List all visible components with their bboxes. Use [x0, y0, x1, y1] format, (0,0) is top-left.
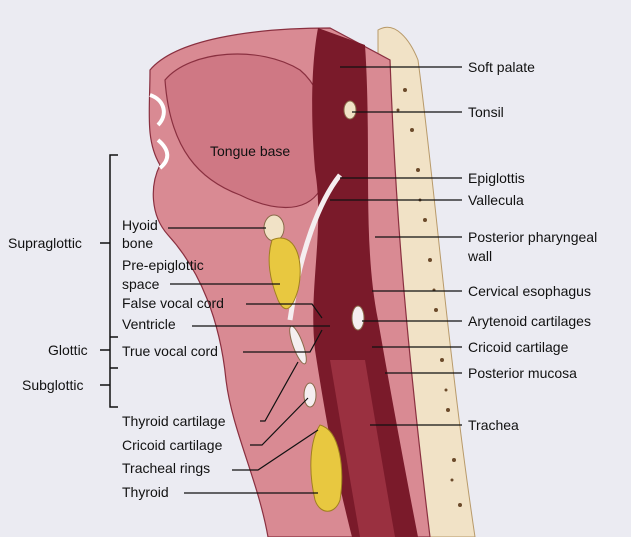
- label-posterior-mucosa: Posterior mucosa: [468, 365, 577, 381]
- cricoid-cartilage: [303, 382, 317, 408]
- label-hyoid-bone-2: bone: [122, 235, 154, 251]
- label-tracheal-rings: Tracheal rings: [122, 460, 211, 476]
- trachea-lumen: [330, 360, 395, 537]
- label-vallecula: Vallecula: [468, 192, 524, 208]
- label-subglottic: Subglottic: [22, 377, 84, 393]
- pre-epiglottic-fat: [268, 237, 301, 310]
- label-posterior-pharyngeal-wall: Posterior pharyngeal: [468, 229, 598, 245]
- label-false-vocal-cord: False vocal cord: [122, 295, 224, 311]
- label-cricoid-cartilage-left: Cricoid cartilage: [122, 437, 223, 453]
- leader-lines: [168, 66, 462, 494]
- label-pre-epiglottic-space-2: space: [122, 276, 160, 292]
- hyoid-bone: [263, 214, 285, 242]
- label-cricoid-cartilage-right: Cricoid cartilage: [468, 339, 569, 355]
- tonsil: [343, 100, 357, 120]
- label-trachea: Trachea: [468, 417, 519, 433]
- label-epiglottis: Epiglottis: [468, 170, 525, 186]
- spine-texture: [396, 88, 462, 507]
- label-hyoid-bone: Hyoid: [122, 217, 158, 233]
- arytenoid-cartilage: [351, 305, 365, 331]
- label-glottic: Glottic: [48, 342, 88, 358]
- label-tonsil: Tonsil: [468, 104, 504, 120]
- tongue-base-label: Tongue base: [210, 143, 291, 159]
- label-true-vocal-cord: True vocal cord: [122, 343, 218, 359]
- label-soft-palate: Soft palate: [468, 59, 535, 75]
- label-thyroid: Thyroid: [122, 484, 169, 500]
- lips: [149, 93, 170, 170]
- thyroid-gland: [310, 424, 343, 512]
- label-ventricle: Ventricle: [122, 316, 176, 332]
- label-cervical-esophagus: Cervical esophagus: [468, 283, 591, 299]
- label-arytenoid-cartilages: Arytenoid cartilages: [468, 313, 591, 329]
- label-pre-epiglottic-space: Pre-epiglottic: [122, 257, 204, 273]
- label-thyroid-cartilage: Thyroid cartilage: [122, 413, 226, 429]
- label-posterior-pharyngeal-wall-2: wall: [468, 248, 493, 264]
- label-supraglottic: Supraglottic: [8, 235, 82, 251]
- region-bracket: [100, 154, 118, 408]
